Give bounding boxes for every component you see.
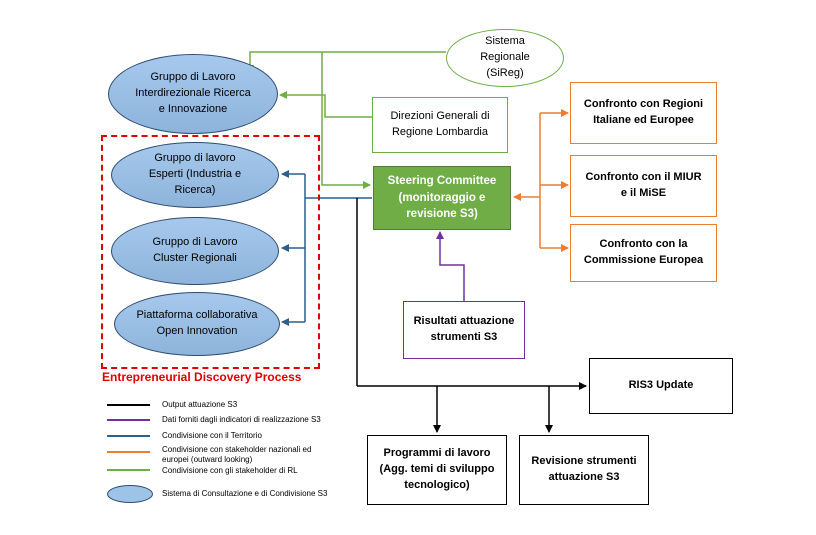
legend-item-stakeholder: Condivisione con gli stakeholder di RL: [162, 466, 298, 475]
node-confronto-miur: Confronto con il MIUR e il MiSE: [570, 155, 717, 217]
node-confronto-commissione: Confronto con la Commissione Europea: [570, 224, 717, 282]
edp-frame: [101, 135, 320, 369]
black-connectors: [356, 198, 587, 433]
node-ris3-update-text: RIS3 Update: [628, 379, 694, 392]
legend-item-outward: Condivisione con stakeholder nazionali e…: [162, 445, 320, 464]
legend-item-sistema: Sistema di Consultazione e di Condivisio…: [162, 489, 328, 498]
legend-item-output: Output attuazione S3: [162, 400, 238, 409]
node-programmi-lavoro-text: Programmi di lavoro (Agg. temi di svilup…: [379, 447, 495, 491]
node-gruppo-cluster-text: Gruppo di Lavoro Cluster Regionali: [152, 236, 238, 264]
legend-item-indicatori: Dati forniti dagli indicatori di realizz…: [162, 415, 321, 424]
node-gruppo-esperti: Gruppo di lavoro Esperti (Industria e Ri…: [111, 142, 279, 208]
node-sireg: Sistema Regionale (SiReg): [446, 29, 564, 87]
node-steering-committee-text: Steering Committee (monitoraggio e revis…: [387, 174, 497, 221]
purple-connectors: [436, 231, 465, 301]
node-revisione-strumenti-text: Revisione strumenti attuazione S3: [531, 455, 637, 483]
node-programmi-lavoro: Programmi di lavoro (Agg. temi di svilup…: [367, 435, 507, 505]
node-direzioni-generali-text: Direzioni Generali di Regione Lombardia: [390, 110, 490, 138]
node-piattaforma: Piattaforma collaborativa Open Innovatio…: [114, 292, 280, 356]
node-confronto-regioni-text: Confronto con Regioni Italiane ed Europe…: [583, 98, 704, 126]
legend-item-outward-text: Condivisione con stakeholder nazionali e…: [162, 445, 312, 464]
blue-connectors: [281, 170, 372, 326]
node-gruppo-interdirezionale-text: Gruppo di Lavoro Interdirezionale Ricerc…: [135, 71, 251, 115]
node-risultati-attuazione: Risultati attuazione strumenti S3: [403, 301, 525, 359]
node-piattaforma-text: Piattaforma collaborativa Open Innovatio…: [136, 309, 258, 337]
legend-ellipse-swatch: [107, 485, 153, 503]
legend-item-territorio: Condivisione con il Territorio: [162, 431, 262, 440]
node-gruppo-esperti-text: Gruppo di lavoro Esperti (Industria e Ri…: [148, 152, 242, 196]
node-revisione-strumenti: Revisione strumenti attuazione S3: [519, 435, 649, 505]
node-steering-committee: Steering Committee (monitoraggio e revis…: [373, 166, 511, 230]
node-ris3-update: RIS3 Update: [589, 358, 733, 414]
legend-swatches: [107, 404, 150, 471]
node-confronto-commissione-text: Confronto con la Commissione Europea: [583, 238, 704, 266]
orange-connectors: [513, 109, 569, 252]
node-risultati-attuazione-text: Risultati attuazione strumenti S3: [413, 315, 515, 343]
node-confronto-regioni: Confronto con Regioni Italiane ed Europe…: [570, 82, 717, 144]
node-confronto-miur-text: Confronto con il MIUR e il MiSE: [585, 171, 702, 199]
edge-risultati-to-steering: [436, 231, 465, 301]
edp-label: Entrepreneurial Discovery Process: [102, 370, 302, 384]
edge-sireg-to-interdirezionale: [246, 51, 446, 73]
node-sireg-text: Sistema Regionale (SiReg): [480, 35, 530, 79]
node-direzioni-generali: Direzioni Generali di Regione Lombardia: [372, 97, 508, 153]
node-gruppo-cluster: Gruppo di Lavoro Cluster Regionali: [111, 217, 279, 285]
node-gruppo-interdirezionale: Gruppo di Lavoro Interdirezionale Ricerc…: [108, 54, 278, 134]
edge-to-steering-green: [321, 52, 371, 189]
edge-direzioni-to-interdirezionale: [279, 91, 372, 118]
